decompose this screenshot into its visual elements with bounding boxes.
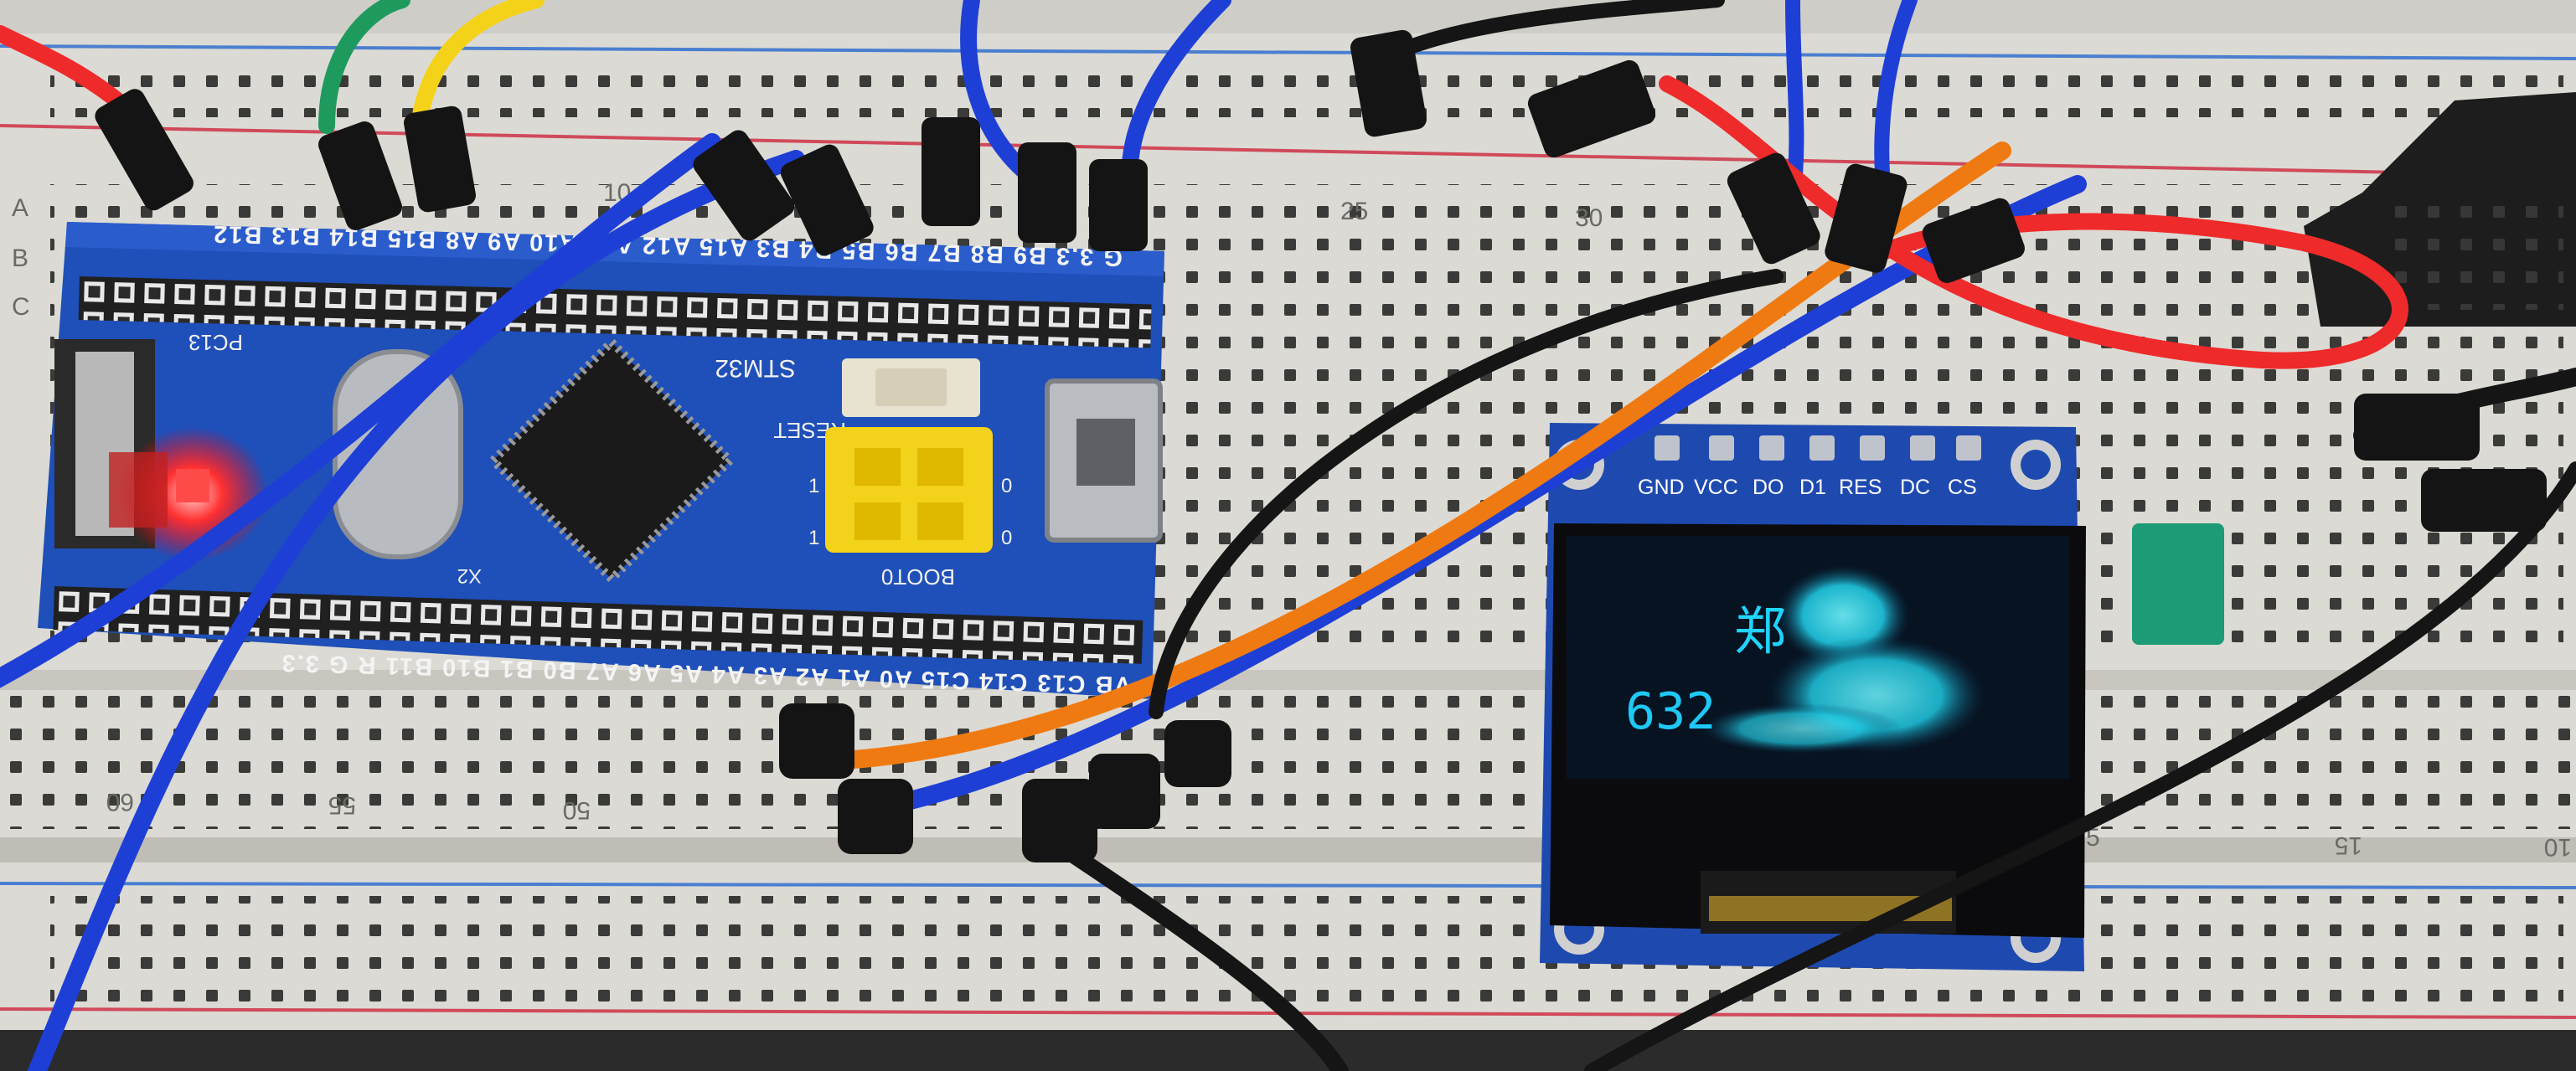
wire-black	[1149, 269, 1784, 719]
green-component	[2132, 523, 2224, 645]
oled-display-line2: 632	[1625, 682, 1716, 741]
wire-plug	[838, 779, 913, 854]
row-letter-c: C	[12, 293, 30, 321]
column-number: 5	[2086, 824, 2100, 852]
oled-module: GND VCC DO D1 RES DC CS 郑 632	[1540, 423, 2086, 971]
wire-plug	[95, 89, 194, 211]
column-number: 30	[1575, 204, 1603, 232]
wire-plug	[317, 121, 403, 230]
wire-blue	[27, 150, 805, 1071]
wire-plug	[780, 144, 874, 256]
oled-pin-gnd: GND	[1638, 476, 1685, 499]
wire-plug	[2421, 469, 2547, 532]
column-number: 50	[563, 796, 591, 824]
column-number: 15	[2335, 832, 2362, 859]
wire-plug	[693, 130, 795, 241]
wire-plug	[1825, 163, 1907, 273]
column-number: 25	[1340, 198, 1368, 225]
stm32-chip	[487, 336, 736, 585]
column-number: 10	[2544, 833, 2572, 861]
oled-pin-res: RES	[1839, 476, 1882, 499]
jumper-label: 0	[1001, 475, 1012, 497]
wire-black	[1039, 829, 1349, 1071]
wire-plug	[1018, 142, 1076, 243]
row-letter-a: A	[12, 194, 28, 222]
pc13-label: PC13	[188, 330, 243, 355]
wire-plug	[921, 117, 980, 226]
wire-green	[318, 0, 410, 134]
column-number: 55	[328, 791, 356, 819]
wire-plug	[779, 703, 854, 779]
row-letter-b: B	[12, 245, 28, 272]
boot-label: BOOT0	[881, 564, 955, 590]
wire-plug	[1727, 152, 1820, 265]
wire-plug	[404, 106, 476, 213]
column-number: 60	[106, 788, 134, 816]
jumper-label: 1	[808, 475, 819, 497]
wire-plug	[1164, 720, 1231, 787]
wire-plug	[1527, 59, 1656, 158]
oled-display-line1: 郑	[1734, 603, 1786, 661]
wire-plug	[1089, 159, 1148, 251]
wire-yellow	[410, 0, 545, 134]
wire-plug	[1350, 29, 1427, 137]
wire-black	[1375, 0, 1725, 66]
oled-pin-cs: CS	[1948, 476, 1977, 499]
wire-plug	[1922, 198, 2025, 284]
wire-black	[1584, 461, 2576, 1071]
wire-plug	[2354, 394, 2480, 461]
oled-pin-vcc: VCC	[1694, 476, 1738, 499]
wire-plug	[1089, 754, 1160, 829]
wire-plug	[1022, 779, 1097, 862]
oled-pin-d1: D1	[1799, 476, 1826, 499]
jumper-label: 1	[808, 527, 819, 549]
boot-jumper-block[interactable]	[825, 427, 993, 553]
oled-pin-do: DO	[1753, 476, 1784, 499]
stm32-board: G 3.3 B9 B8 B7 B6 B5 B4 B3 A15 A12 A11 A…	[38, 220, 1164, 699]
wire-red	[0, 25, 126, 109]
wire-blue	[0, 133, 721, 688]
crystal-label: X2	[457, 564, 482, 587]
stm32-chip-label: STM32	[715, 354, 796, 382]
jumper-label: 0	[1001, 527, 1012, 549]
oled-pin-dc: DC	[1900, 476, 1930, 499]
